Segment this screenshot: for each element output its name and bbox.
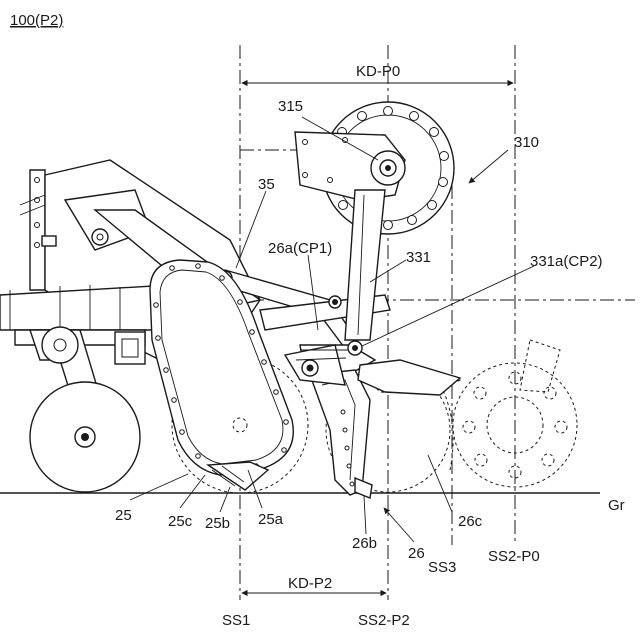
ss3-label: SS3 bbox=[428, 559, 456, 576]
furrow-opener-26 bbox=[310, 370, 370, 495]
ghost-bracket bbox=[520, 340, 560, 392]
callout-25: 25 bbox=[115, 507, 132, 524]
callout-331: 331 bbox=[406, 249, 431, 266]
ss2-p2-label: SS2-P2 bbox=[358, 612, 410, 629]
knife-tip-26b bbox=[355, 478, 372, 498]
front-gauge-assembly bbox=[30, 327, 145, 492]
callout-26b: 26b bbox=[352, 535, 377, 552]
callout-331a-cp2: 331a(CP2) bbox=[530, 253, 603, 270]
shoe-25b bbox=[208, 462, 268, 490]
callout-26: 26 bbox=[408, 545, 425, 562]
ss1-label: SS1 bbox=[222, 612, 250, 629]
figure-id-label: 100(P2) bbox=[10, 12, 63, 29]
callout-26a-cp1: 26a(CP1) bbox=[268, 240, 332, 257]
kd-p0-label: KD-P0 bbox=[356, 63, 400, 80]
callout-25b: 25b bbox=[205, 515, 230, 532]
callout-310: 310 bbox=[514, 134, 539, 151]
lower-arm-assembly bbox=[285, 341, 460, 498]
callout-315: 315 bbox=[278, 98, 303, 115]
ground-label: Gr bbox=[608, 497, 625, 514]
callout-25a: 25a bbox=[258, 511, 284, 528]
callout-35: 35 bbox=[258, 176, 275, 193]
kd-p2-label: KD-P2 bbox=[288, 575, 332, 592]
callout-25c: 25c bbox=[168, 513, 193, 530]
ss2-p0-label: SS2-P0 bbox=[488, 548, 540, 565]
press-arm bbox=[358, 360, 460, 395]
callout-26c: 26c bbox=[458, 513, 483, 530]
